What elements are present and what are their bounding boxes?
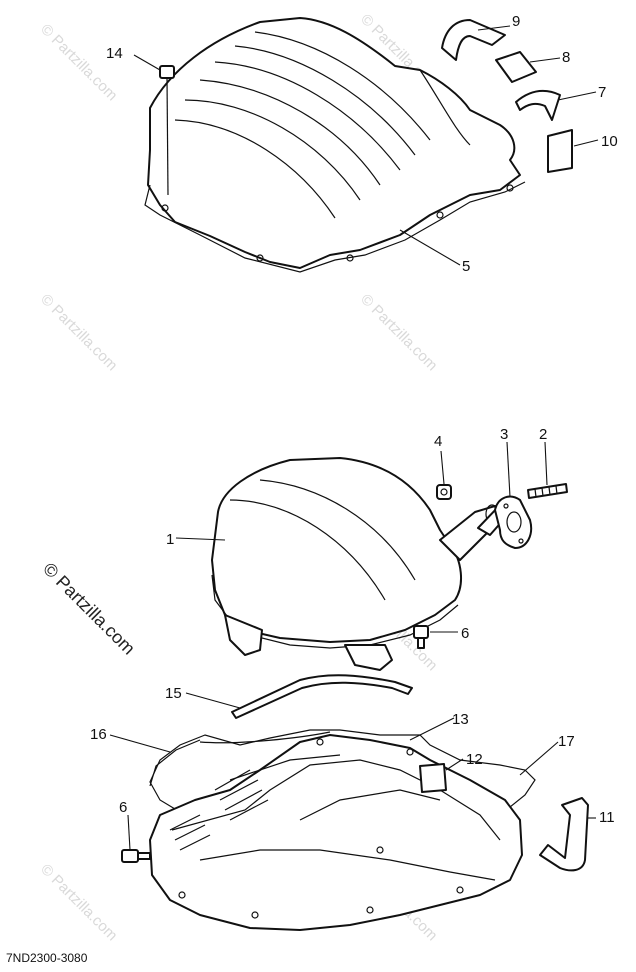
nut-4 <box>436 484 452 500</box>
pad-12 <box>419 763 447 793</box>
pad-10 <box>547 129 573 173</box>
pad-8 <box>495 51 537 83</box>
callout-8: 8 <box>562 49 570 66</box>
watermark-text: © Partzilla.com <box>357 291 440 374</box>
clip-7 <box>515 89 561 121</box>
upper-cover-part <box>144 17 526 273</box>
callout-15: 15 <box>165 685 182 702</box>
clip-11 <box>539 797 589 872</box>
drawing-code: 7ND2300-3080 <box>6 951 88 965</box>
callout-1: 1 <box>166 531 174 548</box>
bolt-6-upper <box>413 625 429 649</box>
callout-9: 9 <box>512 13 520 30</box>
callout-labels: 14 9 8 7 10 5 1 4 3 2 6 15 16 13 12 17 1… <box>90 13 618 826</box>
callout-2: 2 <box>539 426 547 443</box>
gasket-strip-15 <box>231 674 413 719</box>
watermark-text: © Partzilla.com <box>37 291 120 374</box>
callout-4: 4 <box>434 433 442 450</box>
callout-6-lower: 6 <box>119 799 127 816</box>
callout-16: 16 <box>90 726 107 743</box>
stud-2 <box>527 483 568 499</box>
bolt-6-lower <box>121 849 151 863</box>
gasket-3 <box>494 495 533 549</box>
watermark-dark: © Partzilla.com <box>39 559 139 659</box>
bolt-14 <box>159 65 175 196</box>
callout-5: 5 <box>462 258 470 275</box>
watermark-text: © Partzilla.com <box>37 21 120 104</box>
callout-10: 10 <box>601 133 618 150</box>
callout-17: 17 <box>558 733 575 750</box>
callout-12: 12 <box>466 751 483 768</box>
callout-13: 13 <box>452 711 469 728</box>
callout-11: 11 <box>599 809 615 826</box>
watermark-text: © Partzilla.com <box>37 861 120 944</box>
callout-14: 14 <box>106 45 123 62</box>
callout-6: 6 <box>461 625 469 642</box>
clip-9 <box>441 19 506 61</box>
leader-lines <box>109 25 599 851</box>
callout-7: 7 <box>598 84 606 101</box>
callout-3: 3 <box>500 426 508 443</box>
